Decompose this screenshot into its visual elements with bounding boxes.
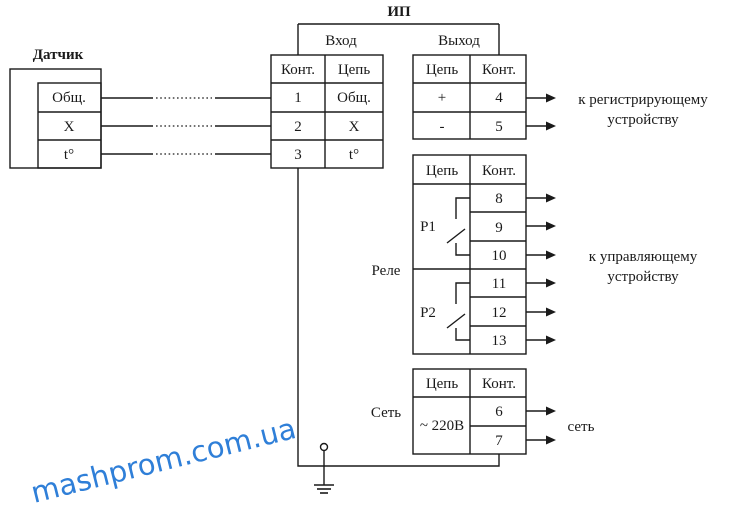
device-title: ИП [387,4,411,20]
relay-label: Реле [372,263,401,279]
output-circuit-plus: + [438,90,446,106]
relay-contact-8: 8 [495,191,503,207]
input-header-contact: Конт. [281,62,315,78]
relay-target-line1: к управляющему [589,249,698,265]
power-circuit: ~ 220В [420,418,464,434]
output-target-line1: к регистрирующему [578,92,708,108]
input-contact-3: 3 [294,147,302,163]
power-header-circuit: Цепь [426,376,459,392]
input-label: Вход [325,33,357,49]
power-label: Сеть [371,405,401,421]
relay-header-contact: Конт. [482,163,516,179]
relay-p2-switch-symbol [446,282,470,341]
relay-p1-switch-symbol [446,197,470,256]
relay-contact-11: 11 [492,276,506,292]
relay-contact-9: 9 [495,220,503,236]
output-header-circuit: Цепь [426,62,459,78]
relay-p2-name: Р2 [420,305,436,321]
output-target-line2: устройству [607,112,679,128]
input-header-circuit: Цепь [338,62,371,78]
output-contact-4: 4 [495,90,503,106]
relay-arrows [526,193,556,345]
output-circuit-minus: - [440,119,445,135]
power-target: сеть [568,419,595,435]
relay-contact-12: 12 [492,305,507,321]
relay-p1-name: Р1 [420,219,436,235]
relay-contact-13: 13 [492,333,507,349]
watermark: mashprom.com.ua [27,411,299,507]
input-contact-2: 2 [294,119,302,135]
input-circuit-3: t° [349,147,359,163]
output-header-contact: Конт. [482,62,516,78]
output-arrows [526,93,556,131]
relay-target-line2: устройству [607,269,679,285]
input-contact-1: 1 [294,90,302,106]
power-contact-7: 7 [495,433,503,449]
sensor-row-x: X [64,119,75,135]
ground-connection [297,168,500,485]
sensor-title: Датчик [33,47,84,63]
power-contact-6: 6 [495,404,503,420]
sensor-row-t: t° [64,147,74,163]
sensor-row-common: Общ. [52,90,86,106]
sensor-cable [101,97,271,155]
power-arrows [526,406,556,445]
relay-contact-10: 10 [492,248,507,264]
input-circuit-2: X [349,119,360,135]
sensor-block [9,68,102,169]
power-header-contact: Конт. [482,376,516,392]
ground-icon [314,484,334,494]
output-label: Выход [438,33,480,49]
input-block [270,54,384,169]
output-contact-5: 5 [495,119,503,135]
input-circuit-1: Общ. [337,90,371,106]
output-block [412,54,527,140]
relay-header-circuit: Цепь [426,163,459,179]
